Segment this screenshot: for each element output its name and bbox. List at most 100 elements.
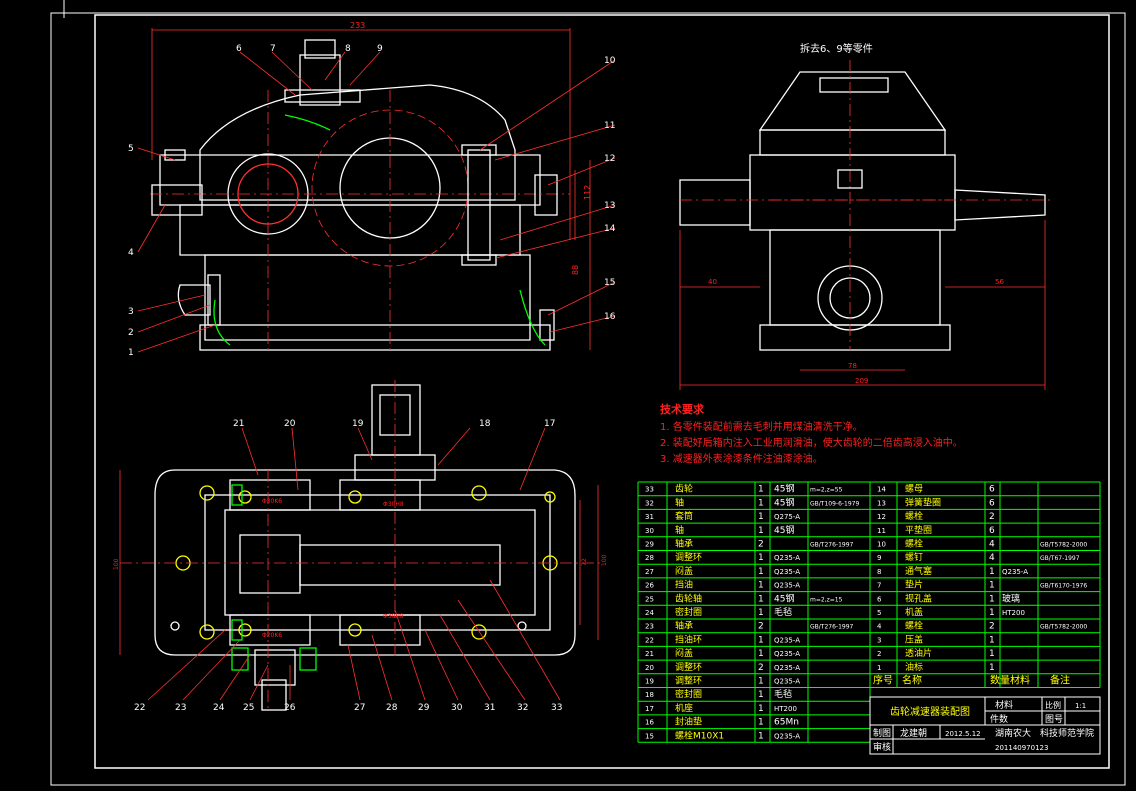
bom-row-name: 机盖 bbox=[905, 606, 923, 618]
bom-row-qty: 1 bbox=[758, 512, 764, 522]
bom-row-material: Q235-A bbox=[1002, 568, 1028, 576]
bom-row-name: 轴承 bbox=[675, 538, 693, 550]
bom-row-name: 调整环 bbox=[675, 661, 702, 673]
bom-row-note: GB/T67-1997 bbox=[1040, 555, 1080, 562]
bom-row-name: 轴 bbox=[675, 496, 684, 508]
bom-row-material: Q235-A bbox=[774, 582, 800, 590]
bom-row-note: GB/T276-1997 bbox=[810, 624, 854, 631]
bom-row-qty: 1 bbox=[758, 718, 764, 728]
bom-header-cell: 备注 bbox=[1050, 674, 1070, 687]
title-block bbox=[869, 696, 1101, 755]
bom-row-qty: 1 bbox=[758, 526, 764, 536]
title-block-text: 齿轮减速器装配图 材料 比例 1:1 件数 图号 制图 龙建朝 2012.5.1… bbox=[873, 699, 1094, 753]
bom-row-qty: 1 bbox=[989, 635, 995, 645]
bom-row-name: 齿轮 bbox=[675, 483, 693, 495]
bom-row-name: 闷盖 bbox=[675, 565, 693, 577]
bom-row-name: 压盖 bbox=[905, 633, 923, 645]
bom-row-material: Q275-A bbox=[774, 513, 800, 521]
label-24: 24 bbox=[213, 703, 225, 713]
label-21: 21 bbox=[233, 419, 244, 429]
drafter-name: 龙建朝 bbox=[900, 727, 927, 739]
side-view-text: 拆去6、9等零件 40 56 78 209 bbox=[708, 42, 1004, 385]
bom-row-note: GB/T5782-2000 bbox=[1040, 542, 1087, 549]
bom-header-cell: 数量 bbox=[990, 674, 1010, 687]
front-leaders bbox=[137, 51, 616, 353]
tech-requirements: 技术要求 1. 各零件装配前需去毛刺并用煤油清洗干净。 2. 装配好后箱内注入工… bbox=[660, 402, 963, 465]
bom-row-no: 9 bbox=[877, 554, 881, 562]
bom-row-name: 螺钉 bbox=[905, 552, 923, 563]
tech-item-1: 1. 各零件装配前需去毛刺并用煤油清洗干净。 bbox=[660, 420, 863, 433]
bom-row-no: 2 bbox=[877, 650, 881, 658]
bom-row-name: 密封圈 bbox=[675, 688, 702, 700]
bom-row-material: Q235-A bbox=[774, 732, 800, 740]
bom-row-no: 7 bbox=[877, 582, 881, 590]
bom-row-name: 轴 bbox=[675, 524, 684, 536]
label-1: 1 bbox=[128, 348, 134, 358]
bom-row-no: 16 bbox=[645, 719, 654, 727]
dia-2: Φ30H8 bbox=[383, 501, 404, 508]
side-view-note: 拆去6、9等零件 bbox=[800, 42, 873, 55]
plan-labels: 17 18 19 20 21 22 23 24 25 26 27 28 29 3… bbox=[134, 419, 562, 713]
bom-row-no: 19 bbox=[645, 678, 654, 686]
bom-row-name: 螺栓 bbox=[905, 620, 923, 632]
dim-side-total: 209 bbox=[855, 377, 868, 385]
label-14: 14 bbox=[604, 224, 616, 234]
bom-row-material: HT200 bbox=[1002, 609, 1025, 617]
dia-4: Φ20K6 bbox=[262, 632, 282, 639]
label-5: 5 bbox=[128, 144, 134, 154]
bom-row-name: 螺母 bbox=[905, 484, 923, 495]
bom-row-material: Q235-A bbox=[774, 650, 800, 658]
label-8: 8 bbox=[345, 44, 351, 54]
bom-row-no: 26 bbox=[645, 582, 654, 590]
drawing-no-label: 图号 bbox=[1045, 714, 1063, 725]
bom-row-qty: 1 bbox=[989, 663, 995, 673]
bom-row-no: 17 bbox=[645, 705, 654, 713]
bom-row-name: 挡油环 bbox=[675, 633, 702, 645]
bom-row-qty: 2 bbox=[989, 622, 995, 632]
reviewer-label: 审核 bbox=[873, 741, 891, 753]
bom-row-qty: 1 bbox=[989, 649, 995, 659]
tech-heading: 技术要求 bbox=[660, 402, 705, 416]
bom-row-qty: 1 bbox=[758, 731, 764, 741]
label-6: 6 bbox=[236, 44, 242, 54]
label-28: 28 bbox=[386, 703, 398, 713]
bom-row-material: 45钢 bbox=[774, 524, 794, 536]
bom-row-material: 65Mn bbox=[774, 718, 799, 728]
bom-row-qty: 1 bbox=[758, 649, 764, 659]
bom-row-qty: 1 bbox=[758, 677, 764, 687]
bom-row-material: Q235-A bbox=[774, 554, 800, 562]
bom-row-no: 11 bbox=[877, 527, 886, 535]
label-17: 17 bbox=[544, 419, 555, 429]
label-32: 32 bbox=[517, 703, 528, 713]
bom-row-no: 5 bbox=[877, 609, 881, 617]
bom-row-no: 29 bbox=[645, 541, 654, 549]
bom-row-no: 1 bbox=[877, 664, 881, 672]
label-19: 19 bbox=[352, 419, 364, 429]
label-22: 22 bbox=[134, 703, 145, 713]
bom-row-note: GB/T5782-2000 bbox=[1040, 624, 1087, 631]
bom-row-no: 33 bbox=[645, 486, 654, 494]
bom-row-material: Q235-A bbox=[774, 636, 800, 644]
plan-view bbox=[119, 380, 600, 711]
bom-row-name: 封油垫 bbox=[675, 716, 702, 728]
front-labels: 1 2 3 4 5 6 7 8 9 10 11 12 13 14 15 16 bbox=[128, 44, 616, 358]
front-dims: 233 112 88 bbox=[350, 21, 592, 275]
bom-row-name: 闷盖 bbox=[675, 647, 693, 659]
bom-row-qty: 4 bbox=[989, 540, 995, 550]
drawing-frame bbox=[50, 0, 1126, 786]
bom-row-no: 21 bbox=[645, 650, 654, 658]
bom-row-qty: 1 bbox=[758, 567, 764, 577]
bom-row-no: 8 bbox=[877, 568, 881, 576]
label-30: 30 bbox=[451, 703, 463, 713]
tech-item-2: 2. 装配好后箱内注入工业用润滑油，使大齿轮的二倍齿高浸入油中。 bbox=[660, 436, 963, 449]
dim-front-side: 112 bbox=[583, 185, 592, 200]
bom-row-qty: 2 bbox=[989, 512, 995, 522]
drafter-label: 制图 bbox=[873, 727, 891, 739]
bom-row-qty: 1 bbox=[758, 581, 764, 591]
bom-row-name: 透油片 bbox=[905, 647, 932, 659]
bom-row-name: 平垫圈 bbox=[905, 524, 932, 536]
label-11: 11 bbox=[604, 121, 615, 131]
bom-row-no: 6 bbox=[877, 595, 882, 603]
label-29: 29 bbox=[418, 703, 430, 713]
